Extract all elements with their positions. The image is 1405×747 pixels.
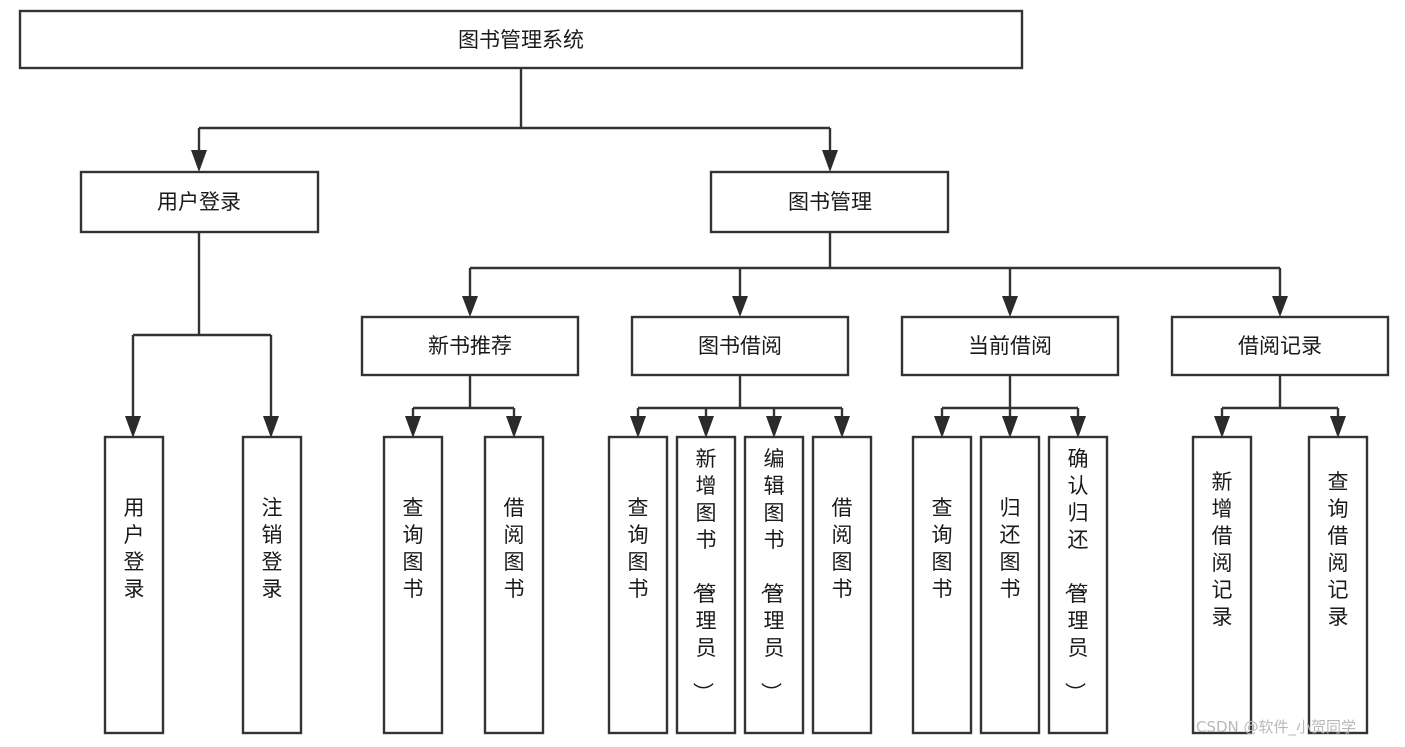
node-user-login-box[interactable]	[79, 170, 320, 234]
node-leaf-borrow-book-1-box[interactable]	[483, 435, 545, 735]
node-leaf-confirm-return[interactable]: 确认归还（管理员）	[1047, 435, 1109, 735]
arrowhead-current-borrow	[1002, 296, 1018, 317]
arrowhead-new-book-recommend	[462, 296, 478, 317]
node-leaf-user-login-box[interactable]	[103, 435, 165, 735]
node-leaf-query-record-box[interactable]	[1307, 435, 1369, 735]
node-leaf-query-book-3[interactable]: 查询图书	[911, 435, 973, 735]
node-borrow-record-label: 借阅记录	[1238, 334, 1322, 358]
arrowhead-leaf-query-book-2	[630, 416, 646, 438]
arrowhead-borrow-record	[1272, 296, 1288, 317]
node-leaf-edit-book-box[interactable]	[743, 435, 805, 735]
node-leaf-user-login[interactable]: 用户登录	[103, 435, 165, 735]
node-leaf-add-record[interactable]: 新增借阅记录	[1191, 435, 1253, 735]
arrowhead-leaf-borrow-book-2	[834, 416, 850, 438]
node-leaf-add-record-box[interactable]	[1191, 435, 1253, 735]
node-leaf-query-book-1-label: 查询图书	[403, 496, 424, 601]
node-leaf-add-record-label: 新增借阅记录	[1212, 470, 1233, 629]
arrowhead-leaf-query-record	[1330, 416, 1346, 438]
node-current-borrow-box[interactable]	[900, 315, 1120, 377]
node-leaf-add-book[interactable]: 新增图书（管理员）	[675, 435, 737, 735]
arrowhead-leaf-confirm-return	[1070, 416, 1086, 438]
node-book-management-label: 图书管理	[788, 190, 872, 214]
node-borrow-record-box[interactable]	[1170, 315, 1390, 377]
node-leaf-edit-book-label: 编辑图书（管理员）	[759, 447, 785, 703]
node-leaf-query-book-2-box[interactable]	[607, 435, 669, 735]
node-leaf-confirm-return-label: 确认归还（管理员）	[1063, 447, 1089, 703]
node-book-borrow-box[interactable]	[630, 315, 850, 377]
node-new-book-recommend[interactable]: 新书推荐	[360, 315, 580, 377]
arrowhead-leaf-add-record	[1214, 416, 1230, 438]
node-leaf-query-book-3-box[interactable]	[911, 435, 973, 735]
node-leaf-borrow-book-2[interactable]: 借阅图书	[811, 435, 873, 735]
node-leaf-edit-book[interactable]: 编辑图书（管理员）	[743, 435, 805, 735]
arrowhead-leaf-logout-login	[263, 416, 279, 438]
node-leaf-query-book-2[interactable]: 查询图书	[607, 435, 669, 735]
node-leaf-query-book-1[interactable]: 查询图书	[382, 435, 444, 735]
node-book-management[interactable]: 图书管理	[709, 170, 950, 234]
node-root-label: 图书管理系统	[458, 28, 584, 52]
node-leaf-borrow-book-2-label: 借阅图书	[832, 496, 853, 601]
arrowhead-user-login	[191, 150, 207, 172]
arrowhead-book-borrow	[732, 296, 748, 317]
node-leaf-borrow-book-2-box[interactable]	[811, 435, 873, 735]
arrowhead-leaf-add-book	[698, 416, 714, 438]
node-leaf-borrow-book-1[interactable]: 借阅图书	[483, 435, 545, 735]
node-leaf-return-book-label: 归还图书	[1000, 496, 1021, 601]
node-leaf-add-book-label: 新增图书（管理员）	[691, 447, 717, 703]
node-leaf-return-book[interactable]: 归还图书	[979, 435, 1041, 735]
arrowhead-book-management	[822, 150, 838, 172]
node-book-borrow[interactable]: 图书借阅	[630, 315, 850, 377]
node-current-borrow[interactable]: 当前借阅	[900, 315, 1120, 377]
node-leaf-logout-login-box[interactable]	[241, 435, 303, 735]
node-book-borrow-label: 图书借阅	[698, 334, 782, 358]
node-leaf-query-book-1-box[interactable]	[382, 435, 444, 735]
csdn-watermark: CSDN @软件_小贺同学	[1196, 718, 1356, 737]
node-leaf-user-login-label: 用户登录	[124, 496, 145, 601]
node-leaf-logout-login-label: 注销登录	[262, 496, 283, 601]
arrowhead-leaf-edit-book	[766, 416, 782, 438]
node-root-box[interactable]	[18, 9, 1024, 70]
node-user-login[interactable]: 用户登录	[79, 170, 320, 234]
node-leaf-logout-login[interactable]: 注销登录	[241, 435, 303, 735]
node-leaf-confirm-return-box[interactable]	[1047, 435, 1109, 735]
node-user-login-label: 用户登录	[157, 190, 241, 214]
node-leaf-return-book-box[interactable]	[979, 435, 1041, 735]
node-leaf-query-book-2-label: 查询图书	[628, 496, 649, 601]
node-leaf-query-book-3-label: 查询图书	[932, 496, 953, 601]
node-leaf-query-record-label: 查询借阅记录	[1328, 470, 1349, 629]
node-new-book-recommend-label: 新书推荐	[428, 334, 512, 358]
node-root[interactable]: 图书管理系统	[18, 9, 1024, 70]
arrowhead-leaf-query-book-1	[405, 416, 421, 438]
node-leaf-borrow-book-1-label: 借阅图书	[504, 496, 525, 601]
connectors-group	[125, 68, 1346, 438]
arrowhead-leaf-return-book	[1002, 416, 1018, 438]
node-current-borrow-label: 当前借阅	[968, 334, 1052, 358]
arrowhead-leaf-user-login	[125, 416, 141, 438]
node-new-book-recommend-box[interactable]	[360, 315, 580, 377]
arrowhead-leaf-borrow-book-1	[506, 416, 522, 438]
node-borrow-record[interactable]: 借阅记录	[1170, 315, 1390, 377]
node-book-management-box[interactable]	[709, 170, 950, 234]
node-leaf-query-record[interactable]: 查询借阅记录	[1307, 435, 1369, 735]
node-leaf-add-book-box[interactable]	[675, 435, 737, 735]
arrowhead-leaf-query-book-3	[934, 416, 950, 438]
